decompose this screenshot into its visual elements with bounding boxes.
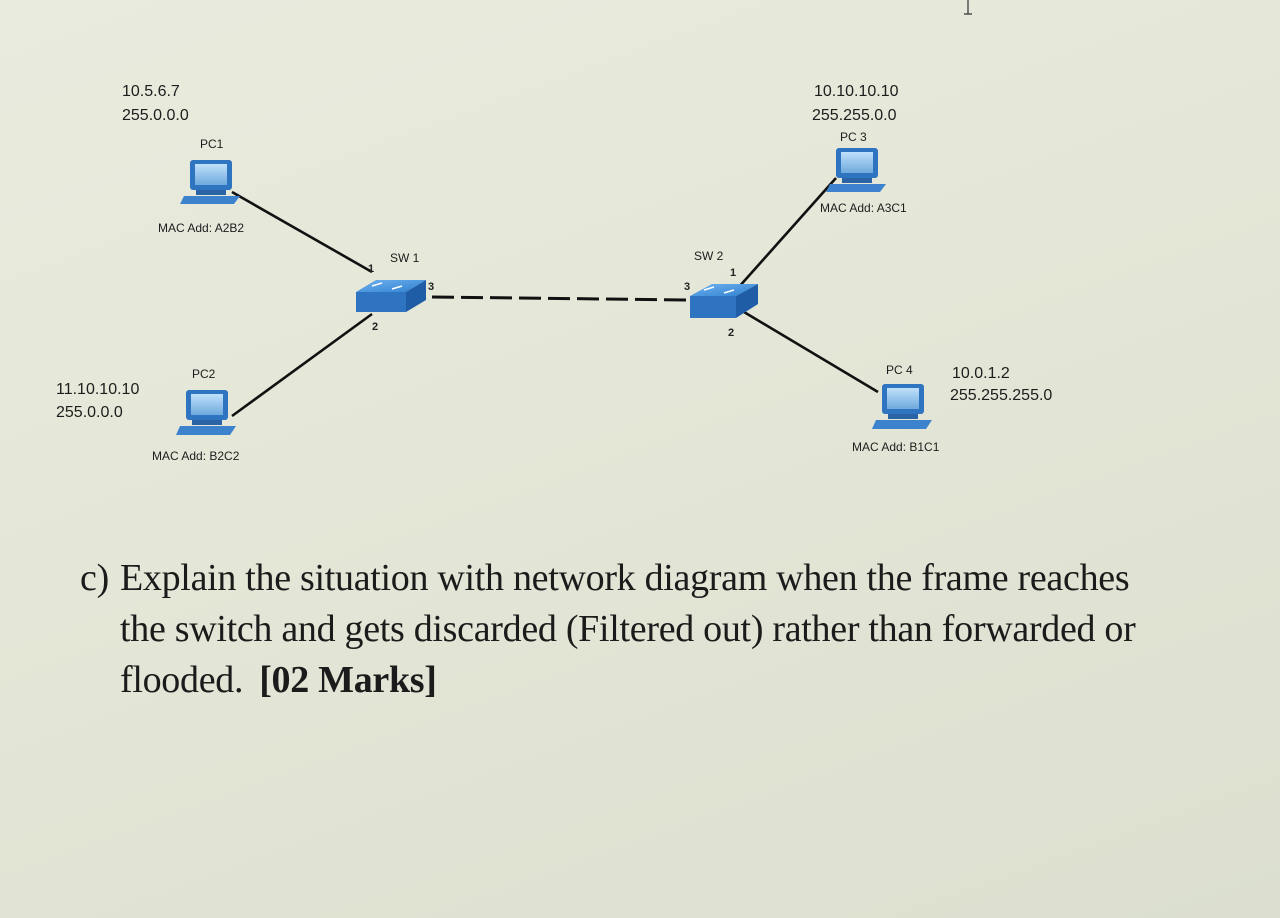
- sw2-port-1: 1: [730, 267, 736, 279]
- sw2-name: SW 2: [694, 249, 724, 263]
- pc4-ip: 10.0.1.2: [952, 365, 1010, 382]
- link-pc2-sw1: [231, 312, 373, 418]
- pc2-node: PC2 11.10.10.10 255.0.0.0 MAC Add: B2C2: [56, 367, 240, 463]
- pc2-ip: 11.10.10.10: [56, 381, 139, 398]
- sw1-port-3: 3: [428, 281, 434, 293]
- link-pc1-sw1: [231, 190, 373, 274]
- pc1-mask: 255.0.0.0: [122, 107, 189, 124]
- marks-label: [02 Marks]: [259, 659, 437, 701]
- sw1-switch-icon: [356, 280, 426, 312]
- network-diagram: 10.5.6.7 255.0.0.0 PC1 MAC Add: A2B2 PC2…: [56, 83, 1052, 463]
- link-sw2-pc3: [737, 177, 837, 289]
- pc2-mask: 255.0.0.0: [56, 404, 123, 421]
- pc3-mask: 255.255.0.0: [812, 107, 897, 124]
- sw1-port-2: 2: [372, 321, 378, 333]
- question-prefix: c): [80, 557, 109, 599]
- sw2-port-2: 2: [728, 327, 734, 339]
- question-line-1: c)Explain the situation with network dia…: [80, 553, 1240, 604]
- pc1-mac: MAC Add: A2B2: [158, 221, 244, 235]
- links: [231, 177, 879, 418]
- pc1-node: 10.5.6.7 255.0.0.0 PC1 MAC Add: A2B2: [122, 83, 244, 235]
- link-sw2-pc4: [743, 310, 879, 394]
- question-line-3: flooded.[02 Marks]: [120, 659, 437, 701]
- sw1-name: SW 1: [390, 251, 420, 265]
- pc3-computer-icon: [826, 148, 886, 192]
- link-sw1-sw2-dashed: [431, 295, 691, 302]
- pc3-node: 10.10.10.10 255.255.0.0 PC 3 MAC Add: A3…: [812, 83, 907, 215]
- pc2-mac: MAC Add: B2C2: [152, 449, 240, 463]
- pc3-mac: MAC Add: A3C1: [820, 201, 907, 215]
- pc4-node: PC 4 10.0.1.2 255.255.255.0 MAC Add: B1C…: [852, 363, 1052, 454]
- question-line-2: the switch and gets discarded (Filtered …: [120, 608, 1136, 650]
- pc2-name: PC2: [192, 367, 216, 381]
- pc2-computer-icon: [176, 390, 236, 435]
- pc4-mac: MAC Add: B1C1: [852, 440, 940, 454]
- question-text: c)Explain the situation with network dia…: [80, 553, 1240, 706]
- pc1-computer-icon: [180, 160, 240, 204]
- sw2-port-3: 3: [684, 281, 690, 293]
- pc3-name: PC 3: [840, 130, 867, 144]
- pc4-mask: 255.255.255.0: [950, 387, 1052, 404]
- pc3-ip: 10.10.10.10: [814, 83, 899, 100]
- pc1-ip: 10.5.6.7: [122, 83, 180, 100]
- sw2-node: SW 2 1 2 3: [684, 249, 758, 339]
- pc4-computer-icon: [872, 384, 932, 429]
- text-cursor-icon: [964, 0, 972, 15]
- pc1-name: PC1: [200, 137, 224, 151]
- sw1-port-1: 1: [368, 263, 374, 275]
- sw2-switch-icon: [690, 284, 758, 318]
- pc4-name: PC 4: [886, 363, 913, 377]
- sw1-node: SW 1 1 2 3: [356, 251, 434, 333]
